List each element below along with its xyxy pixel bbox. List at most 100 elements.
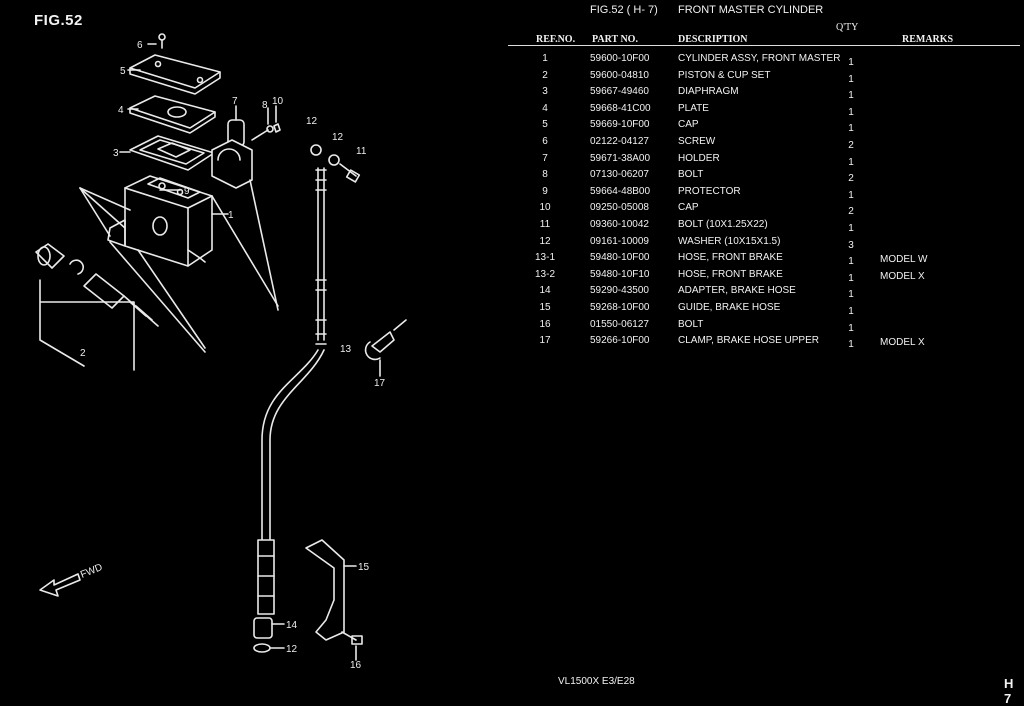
figure-title: FRONT MASTER CYLINDER [678, 4, 824, 16]
callout: 4 [118, 105, 124, 116]
part-no-header: PART NO. [592, 34, 638, 45]
cap-part [129, 54, 221, 95]
ref-cell: 6 [542, 136, 548, 147]
callout: 14 [286, 620, 298, 631]
remarks-cell: MODEL X [880, 337, 925, 349]
part-number-cell: 09250-05008 [590, 202, 649, 214]
figure-label: FIG.52 [34, 12, 83, 29]
ref-cell: 2 [542, 69, 548, 81]
quantity-cell: 1 [848, 322, 854, 334]
description-cell: PROTECTOR [678, 185, 741, 197]
callout: 6 [137, 40, 143, 51]
callout: 17 [374, 378, 386, 389]
part-number-cell: 59669-10F00 [590, 119, 650, 131]
quantity-cell: 1 [848, 289, 854, 301]
description-cell: BOLT [678, 169, 704, 181]
master-cylinder-body [107, 175, 213, 267]
remarks-header: REMARKS [902, 34, 954, 45]
callout: 3 [113, 148, 119, 159]
piston-cup-set [35, 243, 159, 327]
quantity-cell: 1 [848, 256, 854, 268]
quantity-cell: 1 [848, 306, 854, 317]
part-number-cell: 59664-48B00 [590, 185, 651, 197]
callout: 5 [120, 66, 126, 77]
part-number-cell: 09360-10042 [590, 219, 649, 230]
diaphragm-part [129, 135, 215, 171]
ref-no-header: REF.NO. [536, 34, 576, 45]
quantity-cell: 2 [848, 140, 854, 151]
description-header: DESCRIPTION [678, 34, 748, 45]
description-cell: ADAPTER, BRAKE HOSE [678, 285, 796, 297]
callout: 11 [356, 146, 367, 157]
exploded-diagram: FWD 6 5 4 3 7 8 10 9 1 12 12 11 2 13 17 … [35, 33, 407, 671]
quantity-cell: 1 [848, 123, 854, 135]
ref-cell: 13-1 [534, 252, 555, 264]
ref-cell: 3 [542, 86, 548, 98]
ref-cell: 5 [542, 119, 548, 131]
hose-clamp [364, 319, 407, 361]
fwd-arrow-icon [39, 573, 81, 597]
callout: 12 [286, 644, 298, 655]
description-cell: BOLT (10X1.25X22) [678, 219, 768, 230]
ref-cell: 16 [539, 318, 551, 330]
screw-part [158, 33, 166, 49]
ref-cell: 13-2 [534, 268, 555, 280]
description-cell: DIAPHRAGM [678, 86, 739, 98]
part-number-cell: 59671-38A00 [590, 152, 651, 164]
part-number-cell: 59600-10F00 [590, 53, 650, 64]
part-number-cell: 59480-10F10 [590, 268, 650, 280]
ref-cell: 8 [542, 169, 548, 181]
ref-cell: 11 [539, 219, 551, 230]
quantity-cell: 1 [848, 272, 854, 284]
ref-cell: 4 [542, 102, 548, 114]
description-cell: PLATE [678, 102, 709, 114]
callout: 1 [228, 210, 234, 221]
quantity-cell: 1 [848, 223, 854, 234]
bolt-part [251, 123, 281, 141]
description-cell: PISTON & CUP SET [678, 69, 771, 81]
description-cell: WASHER (10X15X1.5) [678, 235, 781, 247]
description-cell: HOLDER [678, 152, 720, 164]
callout: 12 [332, 132, 344, 143]
callout-numbers: 6 5 4 3 7 8 10 9 1 12 12 11 2 13 17 15 1… [80, 40, 386, 671]
table-row: 16 01550-06127 BOLT 1 [0, 319, 1024, 336]
callout: 16 [350, 660, 362, 671]
description-cell: GUIDE, BRAKE HOSE [678, 302, 781, 313]
quantity-cell: 1 [848, 156, 854, 168]
guide-bolt [341, 631, 363, 645]
fwd-label: FWD [79, 562, 104, 581]
quantity-cell: 1 [848, 106, 854, 118]
table-row: 11 09360-10042 BOLT (10X1.25X22) 1 [0, 219, 1024, 236]
banjo-bolt [310, 144, 361, 183]
callout: 15 [358, 562, 370, 573]
ref-cell: 9 [542, 185, 548, 197]
qty-header: Q'TY [836, 22, 859, 33]
callout: 9 [184, 186, 190, 197]
description-cell: CAP [678, 202, 699, 214]
callout: 2 [80, 348, 86, 359]
callout: 8 [262, 100, 268, 111]
quantity-cell: 1 [848, 57, 854, 68]
description-cell: HOSE, FRONT BRAKE [678, 252, 783, 264]
part-number-cell: 59668-41C00 [590, 102, 651, 114]
callout: 12 [306, 116, 318, 127]
part-number-cell: 59667-49460 [590, 86, 649, 98]
part-number-cell: 01550-06127 [590, 318, 649, 330]
ref-cell: 7 [542, 152, 548, 164]
description-cell: HOSE, FRONT BRAKE [678, 268, 783, 280]
hose-adapter [253, 617, 273, 653]
header-divider [508, 45, 1020, 46]
ref-cell: 1 [542, 53, 548, 64]
description-cell: BOLT [678, 318, 704, 330]
